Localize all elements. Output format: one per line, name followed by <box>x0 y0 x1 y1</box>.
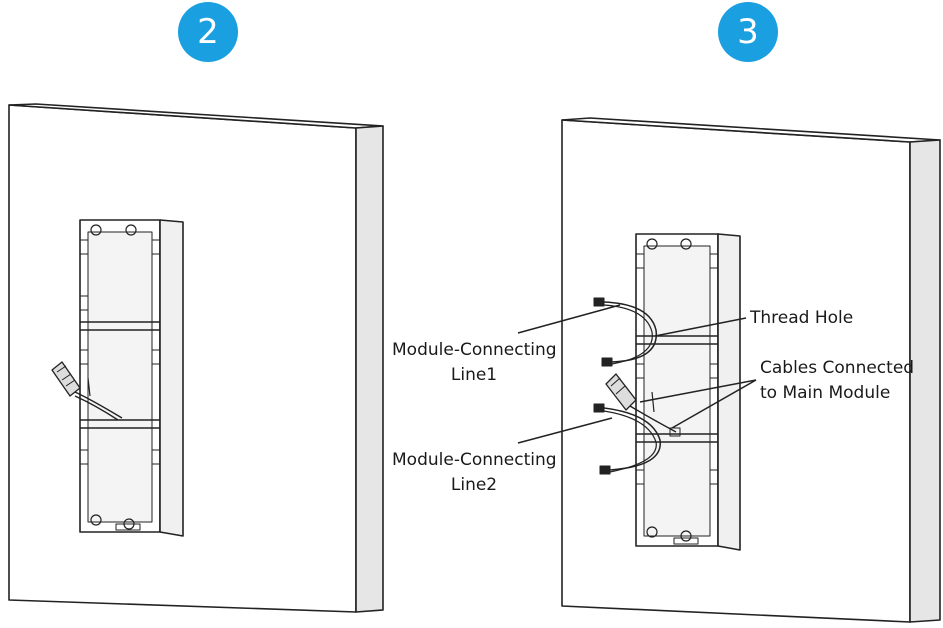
step-3-number: 3 <box>737 12 759 52</box>
cable <box>74 391 123 419</box>
step-3-illustration <box>517 117 941 623</box>
network-connector-icon <box>605 373 637 411</box>
wall-side <box>909 139 941 623</box>
module-connecting-line-1 <box>603 301 657 363</box>
leader-line-cables-main <box>671 379 757 429</box>
step-3-badge: 3 <box>718 2 778 62</box>
label-thread-hole: Thread Hole <box>750 308 854 328</box>
wall-side <box>355 125 384 613</box>
cable-plug-icon <box>601 357 613 367</box>
leader-line-module-2 <box>517 417 613 444</box>
leader-line-cables-main <box>639 379 757 403</box>
step-2-illustration <box>8 103 384 613</box>
leader-line-module-1 <box>517 304 621 334</box>
leader-line-thread-hole <box>654 317 747 337</box>
step-2-badge: 2 <box>178 2 238 62</box>
gang-box-inner <box>87 231 153 523</box>
label-cables-connected: Cables Connected to Main Module <box>760 358 915 403</box>
step-2-number: 2 <box>197 12 219 52</box>
label-module-connecting-line2: Module-Connecting Line2 <box>392 450 557 495</box>
cable-plug-icon <box>599 465 611 475</box>
module-connecting-line-2 <box>603 407 661 471</box>
cable-plug-icon <box>593 297 605 307</box>
gang-box-side <box>717 233 741 551</box>
label-module-connecting-line1: Module-Connecting Line1 <box>392 340 557 385</box>
cable-plug-icon <box>593 403 605 413</box>
gang-box-side <box>159 219 184 537</box>
